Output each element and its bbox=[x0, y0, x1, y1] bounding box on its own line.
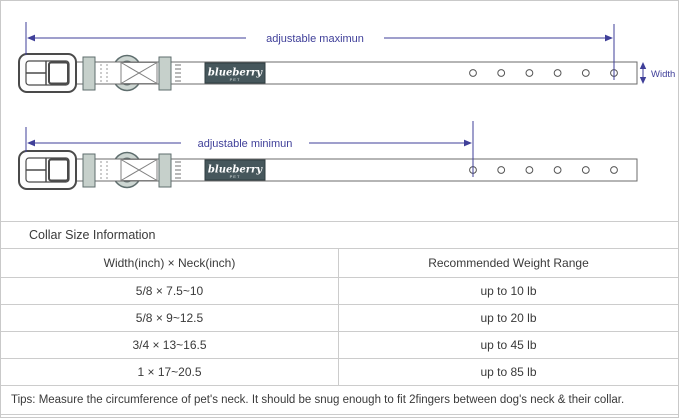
collar-drawing-min bbox=[18, 150, 638, 190]
weight-cell: up to 45 lb bbox=[480, 338, 537, 352]
collar-diagram: blueberry PET adjustable maximun bbox=[18, 22, 675, 190]
arrowhead-right-icon bbox=[605, 34, 613, 42]
collar-drawing-max: blueberry PET bbox=[18, 53, 638, 93]
column-header-weight: Recommended Weight Range bbox=[428, 256, 589, 270]
table-row: 1 × 17~20.5 up to 85 lb bbox=[1, 358, 678, 385]
arrowhead-left-icon bbox=[27, 139, 35, 147]
width-label: Width bbox=[651, 69, 675, 80]
woven-label bbox=[175, 64, 181, 82]
weight-cell: up to 10 lb bbox=[480, 284, 537, 298]
x-box-diagonal bbox=[120, 62, 158, 84]
keeper-band bbox=[158, 56, 172, 91]
adjustable-max-annotation bbox=[25, 22, 615, 80]
arrowhead-right-icon bbox=[464, 139, 472, 147]
keeper-band bbox=[82, 56, 96, 91]
buckle-slider bbox=[48, 61, 69, 85]
table-row: 5/8 × 9~12.5 up to 20 lb bbox=[1, 304, 678, 331]
brand-logo-sub: PET bbox=[230, 77, 241, 82]
adjustable-min-annotation bbox=[25, 121, 474, 177]
x-box-stitch bbox=[120, 62, 158, 84]
table-title: Collar Size Information bbox=[29, 228, 156, 242]
adjustable-max-label: adjustable maximun bbox=[266, 33, 364, 45]
size-cell: 1 × 17~20.5 bbox=[1, 359, 339, 385]
table-header-row: Width(inch) × Neck(inch) Recommended Wei… bbox=[1, 248, 678, 277]
brand-logo-text: blueberry bbox=[208, 68, 263, 79]
arrowhead-down-icon bbox=[639, 77, 647, 84]
arrowhead-up-icon bbox=[639, 62, 647, 69]
tips-text: Tips: Measure the circumference of pet's… bbox=[11, 394, 625, 406]
column-header-size: Width(inch) × Neck(inch) bbox=[1, 249, 339, 277]
table-row: 3/4 × 13~16.5 up to 45 lb bbox=[1, 331, 678, 358]
size-cell: 3/4 × 13~16.5 bbox=[1, 332, 339, 358]
tips-row: Tips: Measure the circumference of pet's… bbox=[1, 385, 678, 415]
arrowhead-left-icon bbox=[27, 34, 35, 42]
size-cell: 5/8 × 9~12.5 bbox=[1, 305, 339, 331]
weight-cell: up to 20 lb bbox=[480, 311, 537, 325]
adjustable-min-label: adjustable minimun bbox=[198, 138, 293, 150]
weight-cell: up to 85 lb bbox=[480, 365, 537, 379]
brand-patch bbox=[204, 62, 266, 84]
size-cell: 5/8 × 7.5~10 bbox=[1, 278, 339, 304]
size-table: Collar Size Information Width(inch) × Ne… bbox=[1, 221, 678, 415]
table-row: 5/8 × 7.5~10 up to 10 lb bbox=[1, 277, 678, 304]
table-title-row: Collar Size Information bbox=[1, 221, 678, 248]
